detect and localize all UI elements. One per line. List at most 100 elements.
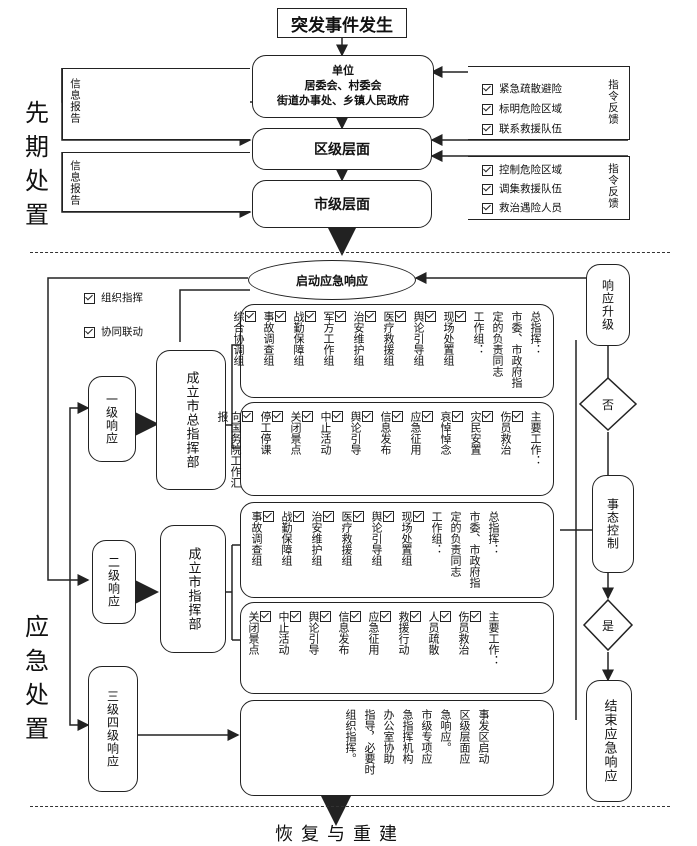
- check-icon: [290, 611, 301, 622]
- org-command-label: 组织指挥: [101, 292, 143, 304]
- check-icon: [260, 611, 271, 622]
- start-response-label: 启动应急响应: [295, 273, 368, 288]
- l1-group-1: 舆论引导组: [412, 311, 425, 366]
- district-box: 区级层面: [252, 128, 432, 170]
- check-icon: [275, 311, 286, 322]
- l2-work-0: 伤员救治: [457, 611, 470, 655]
- l1-group-5: 战勤保障组: [292, 311, 305, 366]
- l2-group-4: 战勤保障组: [280, 511, 293, 566]
- district-label: 区级层面: [314, 142, 370, 158]
- l34-text-2: 急响应。: [439, 709, 452, 753]
- city-label: 市级层面: [314, 197, 370, 213]
- l1-group-3: 治安维护组: [352, 311, 365, 366]
- l34-text-4: 急指挥机构: [401, 709, 414, 764]
- feedback-item-5: 调集救援队伍: [499, 183, 562, 195]
- l1-work-4: 信息发布: [379, 411, 392, 455]
- coord-link: 协同联动: [84, 324, 143, 339]
- level2-label: 二级响应: [106, 556, 121, 608]
- separator-top: [30, 252, 670, 253]
- l1-commander-0: 总指挥：: [529, 311, 542, 355]
- l1-work-9: 向国务院工作汇报: [216, 411, 242, 488]
- side-label-emergency: 应急处置: [25, 613, 49, 743]
- l2-work-7: 关闭景点: [247, 611, 260, 655]
- level1-works-box: 主要工作： 伤员救治 灾民安置 哀悼悼念 应急征用 信息发布 舆论引导 中止活动…: [216, 402, 554, 496]
- l2-group-2: 医疗救援组: [340, 511, 353, 566]
- level1-groups-box: 总指挥： 市委、市政府指 定的负责同志 工作组： 现场处置组 舆论引导组 医疗救…: [232, 304, 554, 398]
- l2-work-1: 人员疏散: [427, 611, 440, 655]
- check-icon: [84, 292, 95, 304]
- level2-hq-box: 成立市指挥部: [160, 525, 226, 653]
- check-icon: [395, 311, 406, 322]
- l34-text-1: 区级层面应: [458, 709, 471, 764]
- level1-box: 一级响应: [88, 376, 136, 462]
- l1-group-7: 综合协调组: [232, 311, 245, 366]
- l1-work-2: 哀悼悼念: [439, 411, 452, 455]
- l34-text-0: 事发区启动: [477, 709, 490, 764]
- l2-work-5: 舆论引导: [307, 611, 320, 655]
- level1-label: 一级响应: [104, 393, 119, 445]
- end-response-box: 结束应急响应: [586, 680, 632, 802]
- unit-line-3: 街道办事处、乡镇人民政府: [277, 94, 409, 107]
- org-command: 组织指挥: [84, 290, 143, 305]
- check-icon: [353, 511, 364, 522]
- check-icon: [482, 183, 493, 195]
- separator-bottom: [30, 806, 670, 807]
- cmd-feedback-label-2: 指令反馈: [607, 163, 619, 209]
- check-icon: [482, 164, 493, 176]
- check-icon: [392, 411, 403, 422]
- check-icon: [440, 611, 451, 622]
- check-icon: [452, 411, 463, 422]
- check-icon: [362, 411, 373, 422]
- check-icon: [482, 202, 493, 214]
- check-icon: [470, 611, 481, 622]
- l34-text-3: 市级专项应: [420, 709, 433, 764]
- l2-work-label: 主要工作：: [487, 611, 500, 666]
- level34-text-box: 事发区启动 区级层面应 急响应。 市级专项应 急指挥机构 办公室协助 指导，必要…: [240, 700, 554, 796]
- l34-text-6: 指导，必要时: [363, 709, 376, 775]
- l2-group-1: 舆论引导组: [370, 511, 383, 566]
- l2-work-4: 信息发布: [337, 611, 350, 655]
- info-report-label-2: 信息报告: [69, 160, 81, 206]
- check-icon: [320, 611, 331, 622]
- check-icon: [482, 103, 493, 115]
- check-icon: [380, 611, 391, 622]
- yes-diamond: [582, 598, 634, 652]
- l1-work-3: 应急征用: [409, 411, 422, 455]
- city-box: 市级层面: [252, 180, 432, 228]
- unit-line-2: 居委会、村委会: [304, 79, 382, 92]
- level2-groups-box: 总指挥： 市委、市政府指 定的负责同志 工作组： 现场处置组 舆论引导组 医疗救…: [240, 502, 554, 598]
- check-icon: [242, 411, 253, 422]
- check-icon: [302, 411, 313, 422]
- level34-box: 三级四级响应: [88, 666, 138, 792]
- check-icon: [332, 411, 343, 422]
- level34-label: 三级四级响应: [105, 690, 120, 768]
- check-icon: [335, 311, 346, 322]
- check-icon: [512, 411, 523, 422]
- l1-group-0: 现场处置组: [442, 311, 455, 366]
- upgrade-box: 响应升级: [586, 264, 630, 346]
- l2-group-3: 治安维护组: [310, 511, 323, 566]
- info-report-bracket-1: [62, 68, 250, 140]
- l2-commander-1: 市委、市政府指: [468, 511, 481, 588]
- check-icon: [425, 311, 436, 322]
- l2-group-5: 事故调查组: [250, 511, 263, 566]
- check-icon: [365, 311, 376, 322]
- yes-label: 是: [601, 618, 614, 633]
- l1-work-7: 关闭景点: [289, 411, 302, 455]
- check-icon: [84, 326, 95, 338]
- check-icon: [272, 411, 283, 422]
- check-icon: [245, 311, 256, 322]
- coord-link-label: 协同联动: [101, 326, 143, 338]
- check-icon: [305, 311, 316, 322]
- recovery-label: 恢复与重建: [275, 824, 405, 845]
- check-icon: [263, 511, 274, 522]
- l2-work-3: 应急征用: [367, 611, 380, 655]
- side-label-prelim: 先期处置: [25, 99, 49, 229]
- feedback-item-1: 紧急疏散避险: [499, 83, 562, 95]
- level1-hq-label: 成立市总指挥部: [183, 371, 199, 469]
- control-box: 事态控制: [592, 475, 634, 573]
- l1-work-8: 停工停课: [259, 411, 272, 455]
- event-label: 突发事件发生: [291, 15, 393, 36]
- level2-box: 二级响应: [92, 540, 136, 624]
- level2-hq-label: 成立市指挥部: [185, 547, 201, 631]
